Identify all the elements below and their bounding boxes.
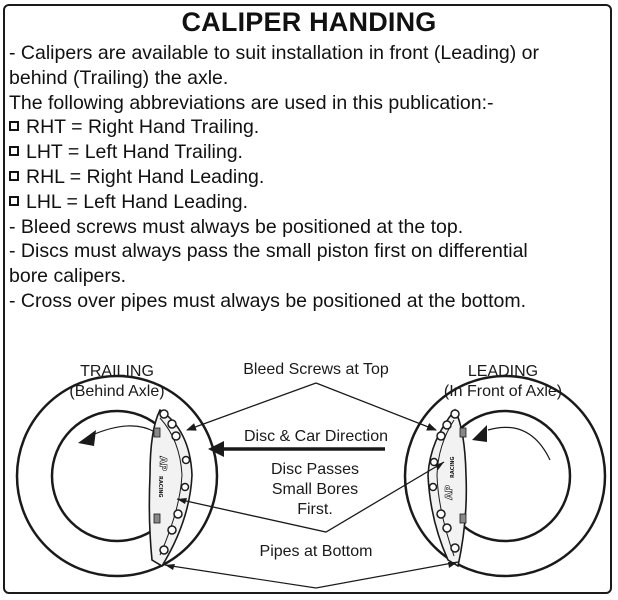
abbreviation-text: RHL = Right Hand Leading.: [26, 165, 265, 188]
trailing-subtitle: (Behind Axle): [69, 383, 165, 400]
small-bores-line: Disc Passes: [270, 461, 360, 478]
leading-subtitle: (In Front of Axle): [443, 383, 563, 400]
direction-arrow-icon: [208, 441, 385, 457]
abbreviation-text: LHL = Left Hand Leading.: [26, 190, 249, 213]
rotation-arrow-icon: [472, 425, 487, 442]
abbreviation-text: LHT = Left Hand Trailing.: [26, 141, 243, 164]
square-bullet-icon: [9, 121, 19, 132]
brand-text: RACING: [450, 456, 456, 478]
small-bores-pointers: [176, 461, 445, 533]
text-body: - Calipers are available to suit install…: [9, 41, 609, 314]
document-frame: [3, 4, 612, 594]
small-bores-line: Small Bores: [271, 481, 359, 498]
disc-outer-ring: [15, 374, 219, 578]
trailing-title: TRAILING: [80, 363, 154, 380]
rule-line: - Discs must always pass the small pisto…: [9, 240, 528, 263]
small-bores-line: First.: [297, 501, 333, 518]
rule-line: bore calipers.: [9, 265, 127, 288]
intro-line: behind (Trailing) the axle.: [9, 66, 229, 89]
pipes-pointers: [164, 561, 459, 589]
brand-logo: AP: [444, 485, 455, 500]
bleed-screws-label: Bleed Screws at Top: [243, 361, 389, 378]
rule-line: - Bleed screws must always be positioned…: [9, 215, 464, 238]
direction-label: Disc & Car Direction: [243, 428, 389, 445]
rotation-arc: [487, 426, 551, 461]
bleed-screw-pointers: [186, 382, 437, 431]
disc-outer-ring: [403, 374, 607, 578]
small-bores-label: Disc Passes Small Bores First.: [240, 460, 390, 520]
rule-line: - Cross over pipes must always be positi…: [9, 289, 526, 312]
trailing-caliper: AP RACING: [148, 408, 193, 568]
abbreviation-text: RHT = Right Hand Trailing.: [26, 116, 260, 139]
leading-caliper: AP RACING: [427, 408, 468, 568]
abbreviation-item: RHL = Right Hand Leading.: [9, 165, 609, 190]
page-title: CALIPER HANDING: [181, 7, 437, 37]
leading-label: LEADING (In Front of Axle): [428, 362, 578, 402]
intro-line: The following abbreviations are used in …: [9, 91, 494, 114]
brand-logo: AP: [157, 456, 168, 471]
leading-title: LEADING: [467, 363, 539, 380]
rotation-arrow-icon: [78, 430, 96, 446]
square-bullet-icon: [9, 195, 19, 206]
pipes-label: Pipes at Bottom: [259, 543, 373, 560]
abbreviation-item: LHL = Left Hand Leading.: [9, 190, 609, 215]
trailing-label: TRAILING (Behind Axle): [52, 362, 182, 402]
abbreviation-item: LHT = Left Hand Trailing.: [9, 140, 609, 165]
intro-line: - Calipers are available to suit install…: [9, 42, 540, 64]
square-bullet-icon: [9, 146, 19, 157]
rotation-arc: [89, 425, 156, 437]
brand-text: RACING: [157, 476, 163, 498]
square-bullet-icon: [9, 170, 19, 181]
abbreviation-item: RHT = Right Hand Trailing.: [9, 115, 609, 140]
